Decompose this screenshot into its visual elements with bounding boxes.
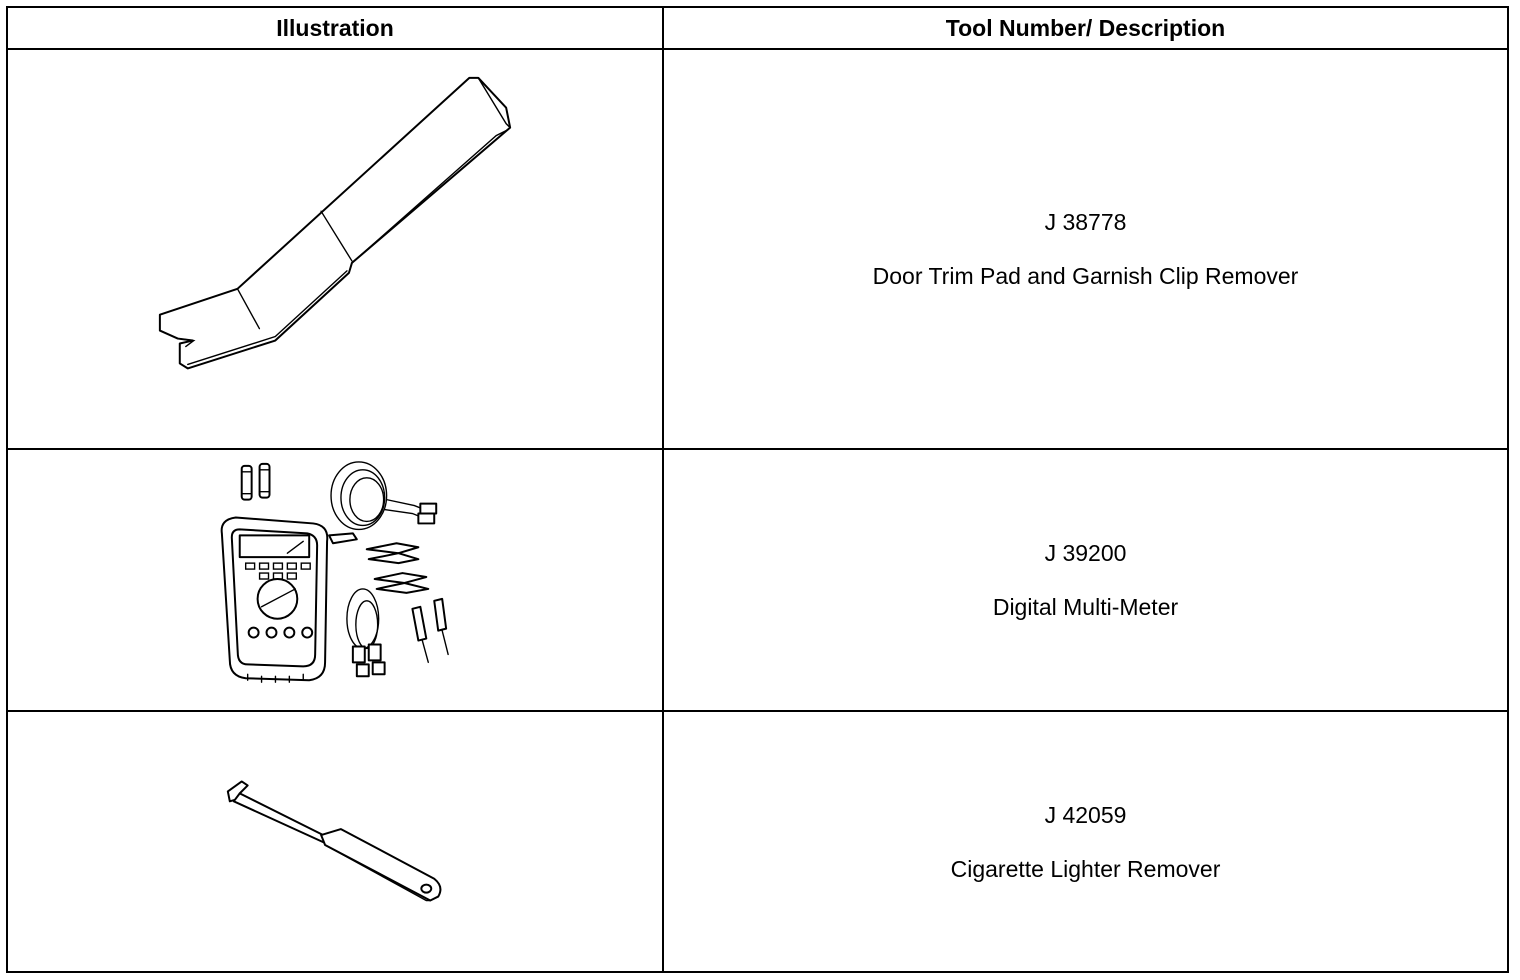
illustration-cell bbox=[6, 710, 664, 973]
tool-description: Cigarette Lighter Remover bbox=[950, 855, 1221, 882]
tool-description: Door Trim Pad and Garnish Clip Remover bbox=[872, 263, 1299, 289]
multimeter-icon bbox=[220, 461, 449, 683]
tool-description: Digital Multi-Meter bbox=[992, 594, 1179, 620]
description-cell: J 42059 Cigarette Lighter Remover bbox=[662, 710, 1509, 973]
description-cell: J 38778 Door Trim Pad and Garnish Clip R… bbox=[662, 48, 1509, 450]
table-row: J 39200 Digital Multi-Meter bbox=[6, 448, 1509, 712]
description-cell: J 39200 Digital Multi-Meter bbox=[662, 448, 1509, 712]
tool-number: J 42059 bbox=[1044, 801, 1127, 828]
table-row: J 42059 Cigarette Lighter Remover bbox=[6, 710, 1509, 973]
tool-number: J 39200 bbox=[1044, 540, 1127, 566]
lighter-remover-icon bbox=[226, 780, 442, 902]
tool-number: J 38778 bbox=[1044, 209, 1127, 235]
illustration-cell bbox=[6, 448, 664, 712]
description-column-header: Tool Number/ Description bbox=[662, 6, 1509, 50]
illustration-cell bbox=[6, 48, 664, 450]
table-header-row: Illustration Tool Number/ Description bbox=[6, 6, 1509, 50]
table-row: J 38778 Door Trim Pad and Garnish Clip R… bbox=[6, 48, 1509, 450]
illustration-column-header: Illustration bbox=[6, 6, 664, 50]
special-tools-table: Illustration Tool Number/ Description bbox=[6, 6, 1509, 973]
clip-remover-icon bbox=[158, 76, 512, 370]
